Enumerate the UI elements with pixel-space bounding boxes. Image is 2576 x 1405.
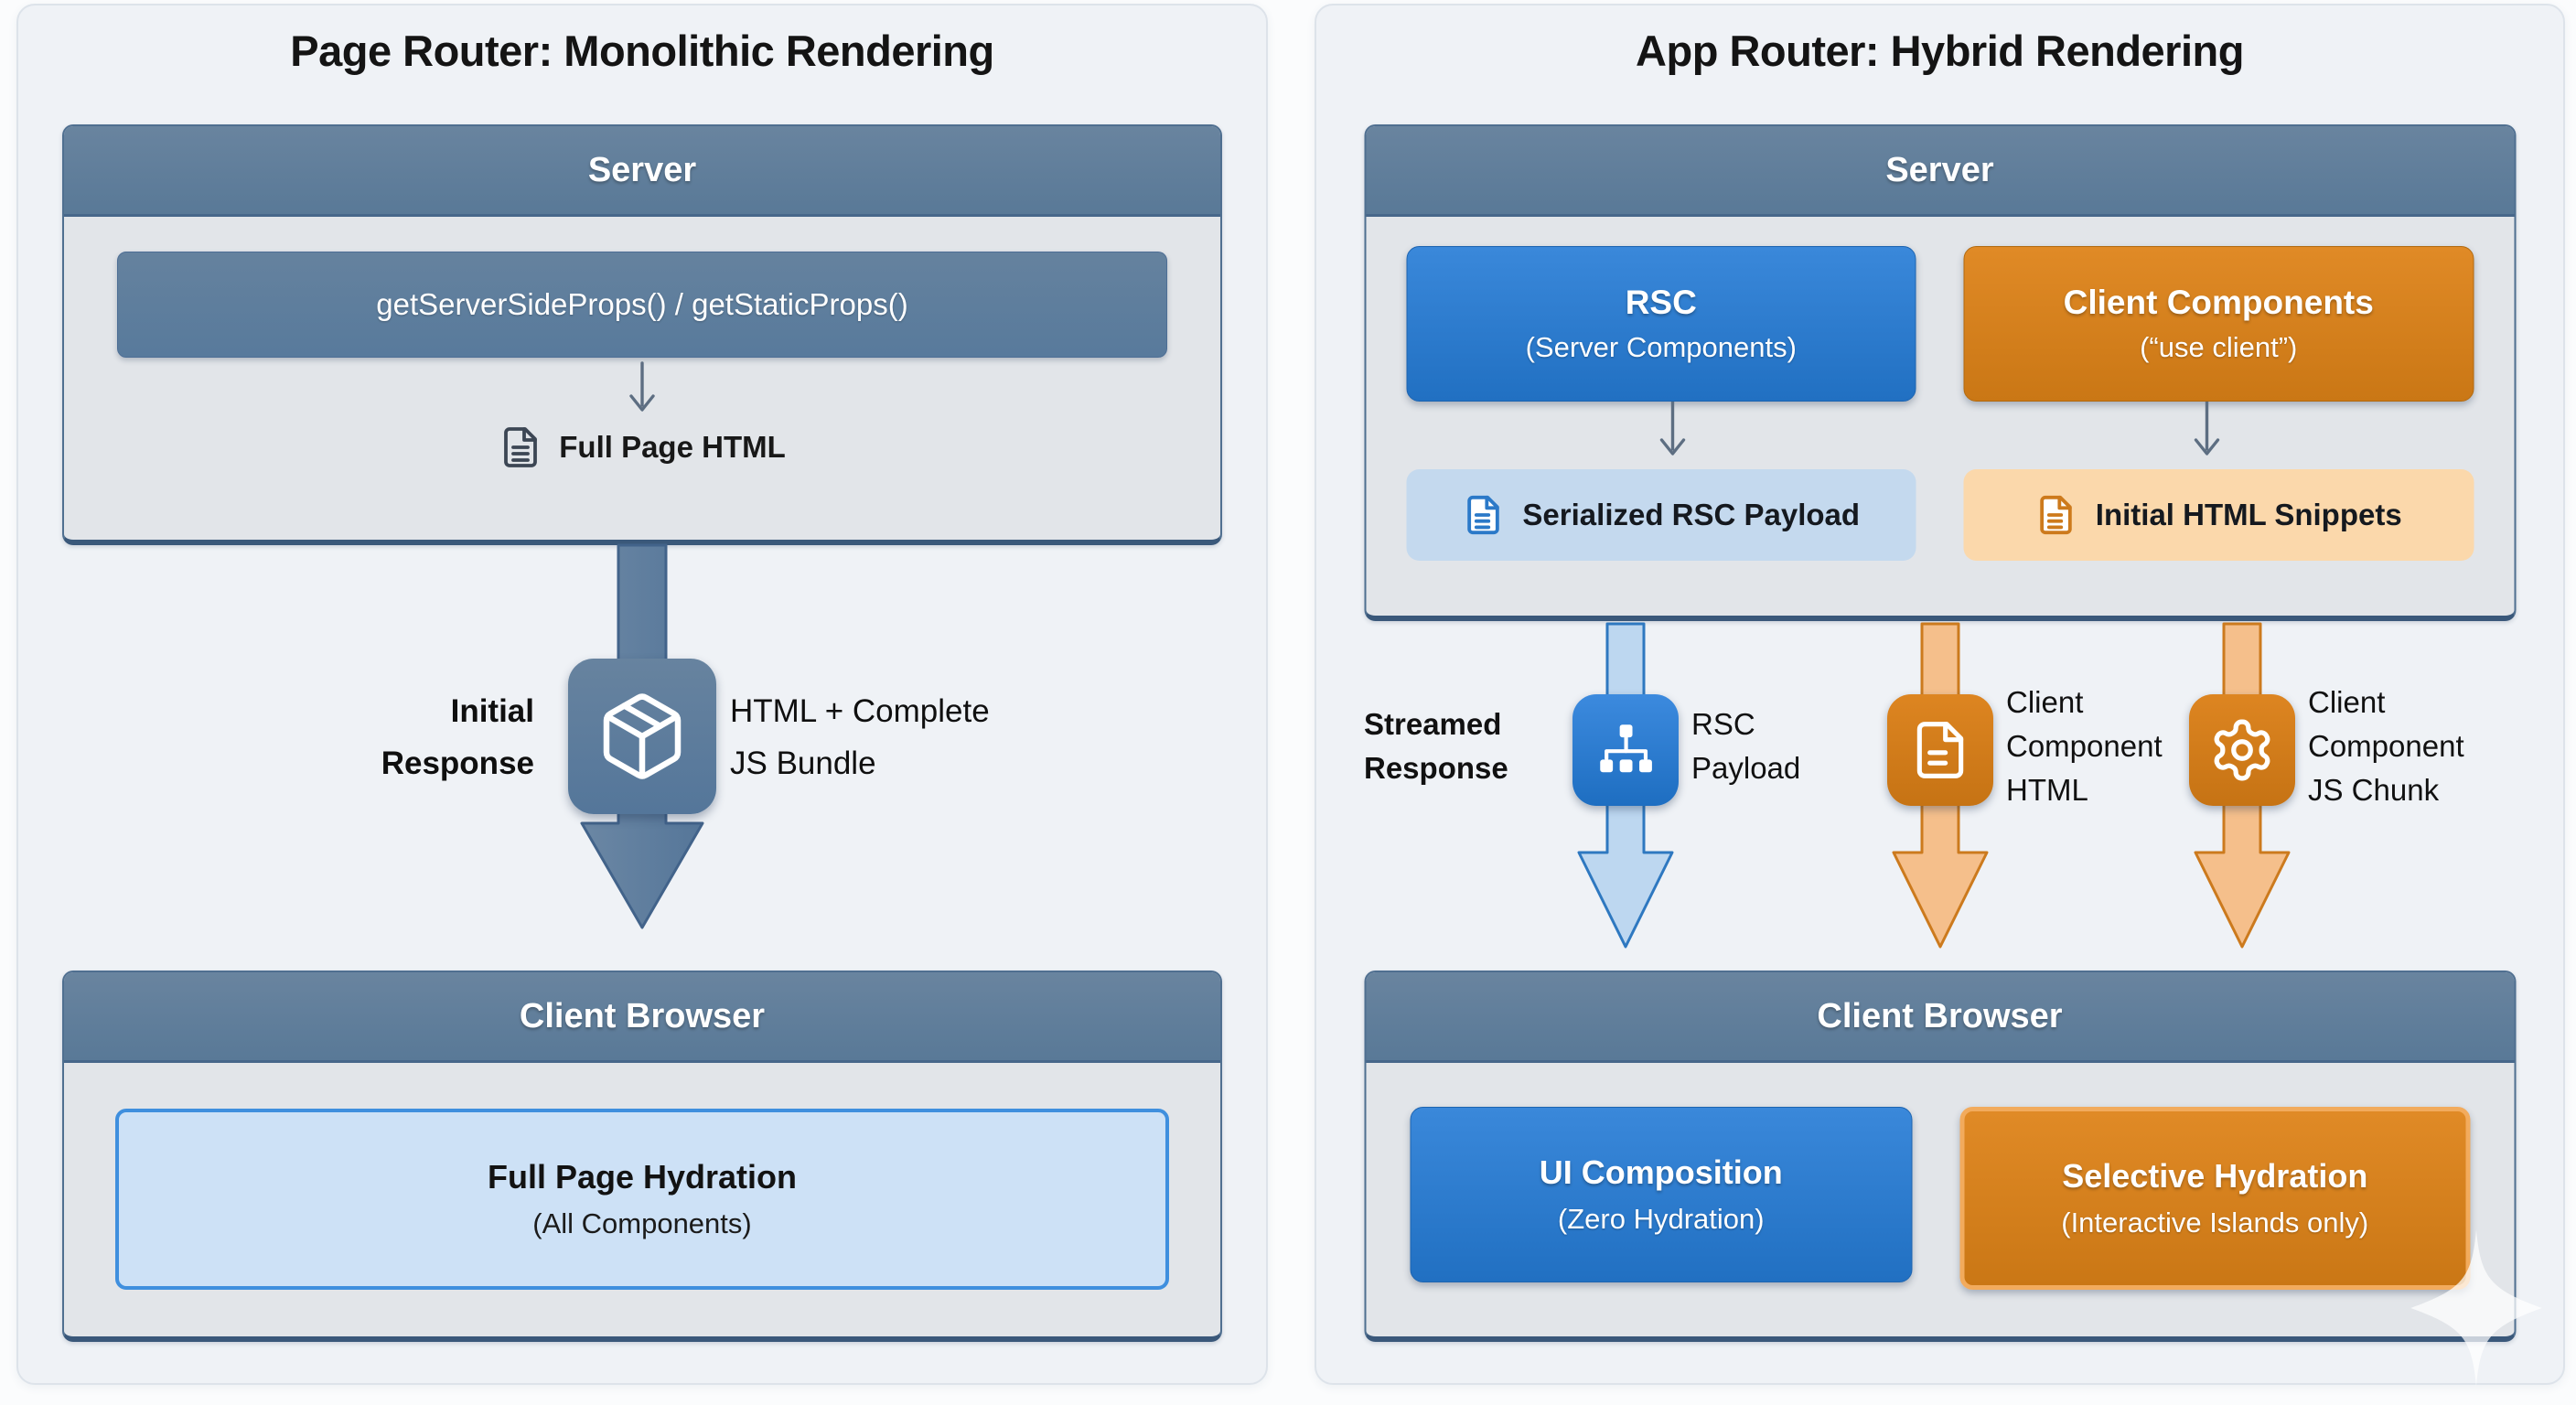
rsc-payload-badge [1572,694,1679,806]
left-server-box: Server getServerSideProps() / getStaticP… [62,124,1222,545]
component-html-badge [1887,694,1993,806]
selective-hydration-title: Selective Hydration [2062,1157,2368,1195]
initial-response-line1: Initial [450,693,534,729]
right-server-header: Server [1366,126,2514,217]
down-arrow-icon [629,361,655,412]
full-page-html-row: Full Page HTML [64,425,1220,469]
document-icon [504,427,538,467]
component-html-line3: HTML [2006,772,2088,807]
hydration-sub: (All Components) [532,1207,752,1239]
initial-response-line2: Response [381,745,534,781]
serialized-rsc-pill: Serialized RSC Payload [1406,469,1916,561]
streamed-line2: Response [1364,750,1508,785]
client-components-title: Client Components [2063,284,2374,321]
right-server-box: Server RSC (Server Components) Client Co… [1364,124,2516,621]
left-client-header: Client Browser [64,972,1220,1063]
full-page-hydration-box: Full Page Hydration (All Components) [115,1109,1169,1290]
ui-composition-box: UI Composition (Zero Hydration) [1410,1107,1913,1282]
streamed-line1: Streamed [1364,707,1502,741]
page-router-panel: Page Router: Monolithic Rendering Server… [16,4,1268,1385]
right-client-browser-box: Client Browser UI Composition (Zero Hydr… [1364,971,2516,1342]
rsc-title: RSC [1625,284,1697,321]
rsc-sub: (Server Components) [1525,331,1797,363]
component-html-line1: Client [2006,685,2084,719]
get-props-box: getServerSideProps() / getStaticProps() [117,252,1167,358]
orange-document-icon [2040,495,2073,535]
initial-response-label: Initial Response [381,686,534,789]
client-components-sub: (“use client”) [2140,331,2298,363]
full-page-html-label: Full Page HTML [559,430,786,464]
gear-icon [2214,719,2270,781]
ui-composition-title: UI Composition [1539,1153,1783,1191]
serialized-rsc-label: Serialized RSC Payload [1522,498,1861,531]
sparkle-icon [2410,1229,2542,1387]
left-server-header: Server [64,126,1220,217]
initial-html-label: Initial HTML Snippets [2095,498,2402,531]
selective-hydration-sub: (Interactive Islands only) [2061,1207,2369,1239]
blue-document-icon [1467,495,1499,535]
white-document-icon [1916,722,1964,778]
selective-hydration-box: Selective Hydration (Interactive Islands… [1959,1107,2470,1290]
js-chunk-line3: JS Chunk [2308,772,2440,807]
rsc-payload-line2: Payload [1691,750,1801,785]
js-chunk-label: Client Component JS Chunk [2308,681,2464,812]
rsc-box: RSC (Server Components) [1406,246,1916,402]
rsc-payload-line1: RSC [1691,707,1755,741]
bundle-badge [568,659,716,814]
hydration-title: Full Page Hydration [487,1158,798,1196]
package-icon [603,693,682,779]
right-server-content: RSC (Server Components) Client Component… [1366,217,2514,561]
js-chunk-line2: Component [2308,728,2464,763]
app-router-panel: App Router: Hybrid Rendering Server RSC … [1315,4,2565,1387]
right-client-header: Client Browser [1366,972,2514,1063]
left-client-browser-box: Client Browser Full Page Hydration (All … [62,971,1222,1342]
bundle-line2: JS Bundle [730,745,876,781]
ui-composition-sub: (Zero Hydration) [1557,1203,1765,1235]
rsc-payload-label: RSC Payload [1691,702,1800,790]
sitemap-icon [1600,724,1652,773]
js-chunk-badge [2189,694,2295,806]
left-panel-title: Page Router: Monolithic Rendering [290,27,994,75]
js-chunk-line1: Client [2308,685,2386,719]
component-html-line2: Component [2006,728,2163,763]
down-arrow-icon [2194,402,2219,456]
down-arrow-icon [1660,402,1686,456]
client-components-box: Client Components (“use client”) [1963,246,2474,402]
streamed-response-label: Streamed Response [1364,702,1508,790]
right-panel-title: App Router: Hybrid Rendering [1636,27,2244,75]
html-js-bundle-label: HTML + Complete JS Bundle [730,686,990,789]
bundle-line1: HTML + Complete [730,693,990,729]
initial-html-pill: Initial HTML Snippets [1963,469,2474,561]
component-html-label: Client Component HTML [2006,681,2163,812]
